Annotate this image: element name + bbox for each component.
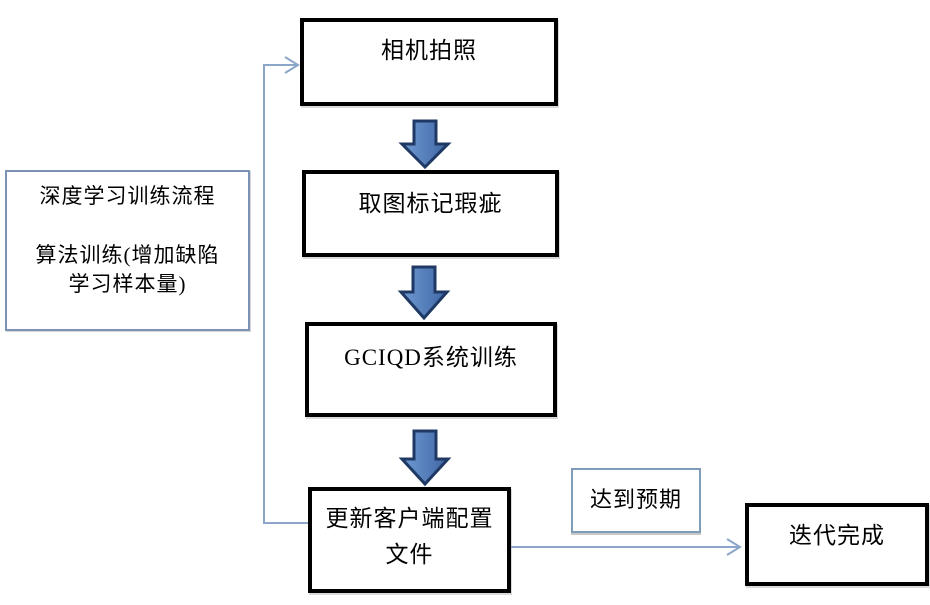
title-box-line-3: 学习样本量) (68, 272, 187, 296)
block-arrow-down-1-icon (398, 119, 452, 170)
title-box-spacer (7, 211, 248, 241)
node-iteration-done: 迭代完成 (745, 503, 929, 586)
node-gciqd-training-label: GCIQD系统训练 (344, 345, 518, 370)
node-camera-capture-label: 相机拍照 (381, 38, 477, 63)
block-arrow-down-3-icon (398, 429, 452, 487)
block-arrow-down-2-icon (397, 265, 451, 321)
done-connector-arrowhead-icon (726, 538, 742, 556)
title-box: 深度学习训练流程 算法训练(增加缺陷 学习样本量) (5, 170, 250, 331)
loopback-connector-line (263, 64, 308, 524)
node-iteration-done-label: 迭代完成 (789, 523, 885, 548)
edge-label-meets-expectation-text: 达到预期 (589, 487, 682, 512)
title-box-line-1: 深度学习训练流程 (39, 184, 216, 208)
node-gciqd-training: GCIQD系统训练 (305, 322, 557, 417)
title-box-line-2: 算法训练(增加缺陷 (35, 243, 220, 267)
node-update-client-config-label-line1: 更新客户端配置 (325, 506, 494, 531)
node-update-client-config: 更新客户端配置 文件 (308, 487, 511, 593)
node-camera-capture: 相机拍照 (300, 18, 558, 106)
node-mark-defects-label: 取图标记瑕疵 (358, 191, 503, 216)
loopback-connector-arrowhead-icon (284, 56, 300, 74)
node-update-client-config-label-line2: 文件 (385, 542, 434, 567)
edge-label-meets-expectation: 达到预期 (571, 468, 701, 533)
node-mark-defects: 取图标记瑕疵 (302, 170, 559, 257)
